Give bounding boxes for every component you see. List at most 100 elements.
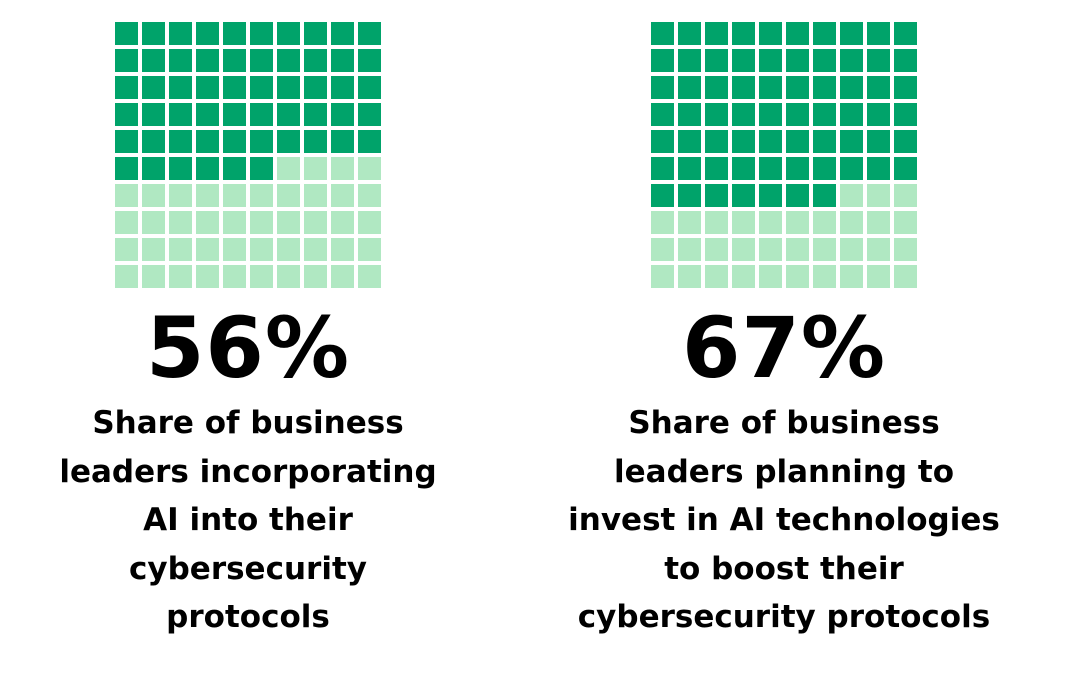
waffle-cell-empty	[276, 157, 300, 180]
waffle-cell-empty	[866, 184, 890, 207]
description-line: cybersecurity protocols	[577, 599, 991, 635]
waffle-cell-filled	[141, 76, 165, 99]
waffle-cell-filled	[650, 103, 674, 126]
waffle-cell-empty	[222, 184, 246, 207]
waffle-cell-empty	[866, 265, 890, 288]
waffle-cell-filled	[357, 49, 381, 72]
waffle-cell-empty	[812, 211, 836, 234]
waffle-cell-empty	[114, 184, 138, 207]
waffle-cell-filled	[704, 130, 728, 153]
waffle-cell-filled	[303, 76, 327, 99]
waffle-cell-filled	[785, 157, 809, 180]
waffle-cell-filled	[168, 130, 192, 153]
waffle-cell-empty	[114, 238, 138, 261]
waffle-chart	[650, 22, 918, 289]
waffle-cell-filled	[114, 157, 138, 180]
waffle-cell-empty	[357, 238, 381, 261]
waffle-cell-filled	[866, 103, 890, 126]
waffle-cell-filled	[222, 103, 246, 126]
waffle-cell-filled	[704, 22, 728, 45]
waffle-cell-empty	[222, 211, 246, 234]
waffle-cell-empty	[839, 238, 863, 261]
waffle-cell-filled	[222, 157, 246, 180]
waffle-cell-filled	[650, 22, 674, 45]
waffle-cell-empty	[839, 265, 863, 288]
waffle-cell-filled	[168, 22, 192, 45]
waffle-cell-empty	[866, 238, 890, 261]
waffle-cell-empty	[249, 265, 273, 288]
waffle-cell-empty	[357, 157, 381, 180]
waffle-cell-filled	[357, 130, 381, 153]
waffle-cell-filled	[893, 103, 917, 126]
waffle-cell-empty	[812, 238, 836, 261]
waffle-cell-filled	[114, 103, 138, 126]
waffle-cell-empty	[704, 238, 728, 261]
waffle-cell-filled	[839, 103, 863, 126]
waffle-cell-filled	[141, 49, 165, 72]
waffle-cell-empty	[195, 184, 219, 207]
waffle-cell-filled	[357, 103, 381, 126]
waffle-cell-filled	[249, 22, 273, 45]
waffle-cell-filled	[650, 76, 674, 99]
waffle-cell-filled	[704, 157, 728, 180]
waffle-cell-empty	[677, 238, 701, 261]
waffle-cell-filled	[866, 49, 890, 72]
waffle-cell-empty	[357, 184, 381, 207]
waffle-cell-filled	[249, 49, 273, 72]
waffle-cell-filled	[650, 157, 674, 180]
waffle-cell-filled	[141, 157, 165, 180]
waffle-cell-filled	[195, 76, 219, 99]
waffle-cell-filled	[785, 22, 809, 45]
waffle-cell-filled	[195, 103, 219, 126]
waffle-cell-filled	[330, 49, 354, 72]
waffle-cell-empty	[249, 184, 273, 207]
waffle-cell-filled	[893, 130, 917, 153]
waffle-cell-filled	[812, 157, 836, 180]
waffle-cell-empty	[276, 265, 300, 288]
waffle-cell-filled	[893, 157, 917, 180]
waffle-cell-filled	[330, 22, 354, 45]
waffle-cell-empty	[704, 265, 728, 288]
waffle-cell-filled	[303, 49, 327, 72]
waffle-cell-filled	[650, 49, 674, 72]
waffle-cell-empty	[650, 211, 674, 234]
waffle-cell-filled	[330, 76, 354, 99]
waffle-cell-filled	[168, 49, 192, 72]
waffle-cell-empty	[785, 211, 809, 234]
description: Share of business leaders incorporating …	[0, 399, 508, 642]
waffle-cell-empty	[677, 211, 701, 234]
waffle-cell-filled	[839, 76, 863, 99]
waffle-cell-filled	[677, 157, 701, 180]
waffle-cell-filled	[839, 157, 863, 180]
waffle-cell-filled	[276, 76, 300, 99]
waffle-cell-filled	[276, 130, 300, 153]
waffle-cell-filled	[114, 76, 138, 99]
waffle-cell-empty	[330, 211, 354, 234]
waffle-cell-empty	[758, 265, 782, 288]
waffle-cell-empty	[650, 265, 674, 288]
waffle-cell-filled	[893, 22, 917, 45]
waffle-cell-filled	[839, 49, 863, 72]
waffle-cell-filled	[650, 184, 674, 207]
waffle-cell-filled	[758, 103, 782, 126]
description-line: cybersecurity	[129, 550, 367, 587]
waffle-cell-filled	[785, 103, 809, 126]
waffle-cell-filled	[704, 103, 728, 126]
waffle-cell-empty	[114, 211, 138, 234]
waffle-cell-filled	[141, 22, 165, 45]
waffle-cell-filled	[222, 130, 246, 153]
waffle-cell-filled	[677, 184, 701, 207]
waffle-cell-empty	[731, 211, 755, 234]
waffle-cell-empty	[758, 238, 782, 261]
waffle-cell-empty	[330, 157, 354, 180]
waffle-cell-filled	[249, 157, 273, 180]
waffle-cell-filled	[758, 76, 782, 99]
waffle-cell-empty	[785, 238, 809, 261]
waffle-cell-empty	[303, 157, 327, 180]
waffle-cell-empty	[303, 265, 327, 288]
waffle-cell-empty	[276, 211, 300, 234]
waffle-cell-empty	[303, 184, 327, 207]
description-line: Share of business	[92, 405, 404, 441]
description-line: leaders planning to	[614, 453, 954, 490]
waffle-cell-empty	[330, 184, 354, 207]
